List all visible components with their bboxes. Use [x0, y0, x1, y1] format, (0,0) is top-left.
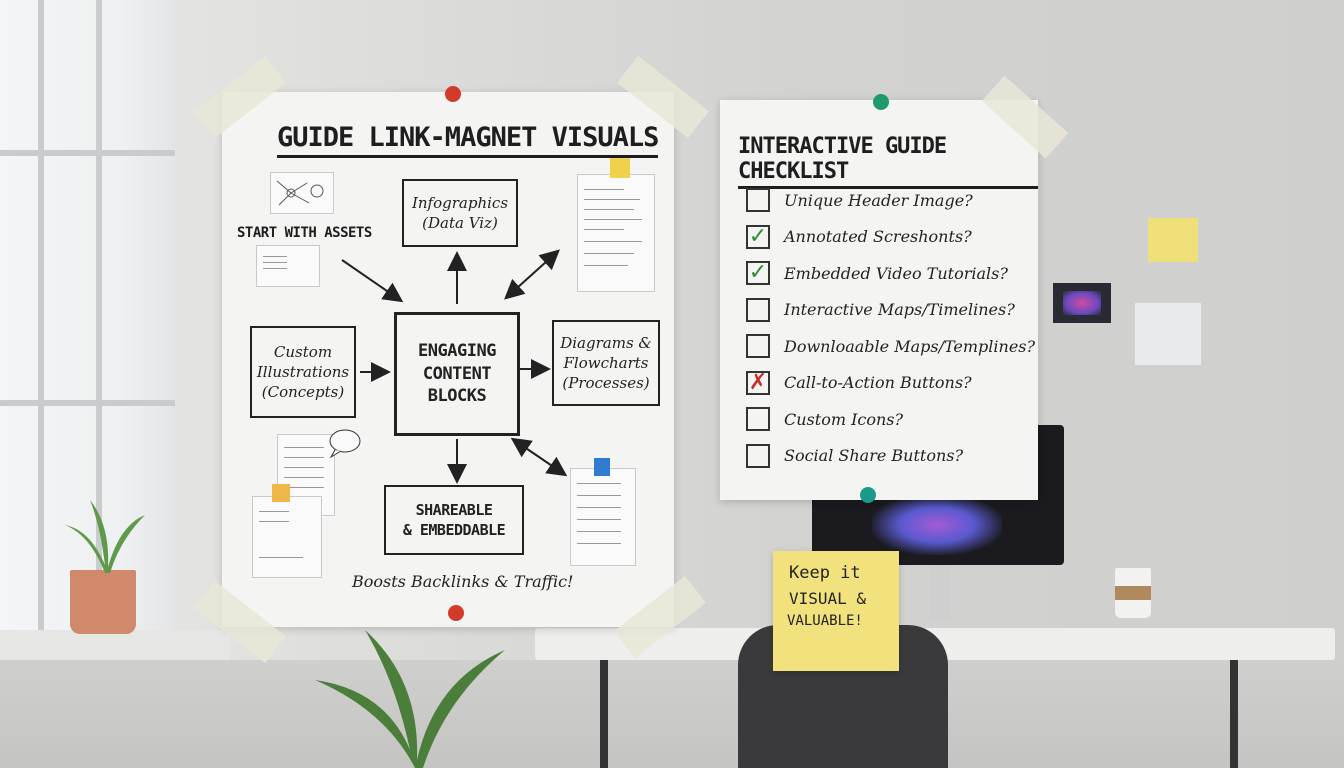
- checklist-item: Downloaable Maps/Templines?: [746, 334, 1035, 358]
- checklist-item: Social Share Buttons?: [746, 443, 964, 468]
- small-sticky-note: [272, 484, 290, 502]
- document-sketch: [577, 174, 655, 292]
- link-magnet-poster: GUIDE LINK-MAGNET VISUALS START WITH ASS…: [222, 92, 674, 627]
- diagrams-box: Diagrams & Flowcharts (Processes): [552, 320, 660, 406]
- checkbox-icon: [746, 334, 770, 358]
- floor: [0, 660, 1344, 768]
- window: [0, 0, 175, 650]
- plant-pot: [70, 570, 136, 634]
- wall-picture: [1053, 283, 1111, 323]
- checklist-item: Custom Icons?: [746, 407, 903, 431]
- wall-sticky-note: [1148, 218, 1198, 262]
- flow-arrows: [341, 249, 568, 484]
- checkbox-icon: [746, 188, 770, 212]
- checklist-item-label: Embedded Video Tutorials?: [784, 263, 1008, 283]
- checklist-title: INTERACTIVE GUIDE CHECKLIST: [738, 134, 1038, 189]
- sticky-line-1: Keep it: [789, 563, 861, 583]
- checkmark-icon: ✓: [746, 224, 770, 249]
- checklist-item-label: Call-to-Action Buttons?: [784, 373, 972, 392]
- mindmap-sketch: [270, 172, 334, 214]
- small-sticky-note: [610, 158, 630, 178]
- checklist-item-label: Unique Header Image?: [784, 190, 973, 210]
- red-pushpin-icon: [448, 605, 464, 621]
- checklist-item-label: Downloaable Maps/Templines?: [784, 336, 1036, 356]
- checklist-sketch: [570, 468, 636, 566]
- shareable-box: SHAREABLE & EMBEDDABLE: [384, 485, 524, 555]
- speech-bubble-icon: [329, 429, 361, 458]
- checklist-item: Interactive Maps/Timelines?: [746, 297, 1015, 322]
- checklist-item-label: Social Share Buttons?: [784, 446, 964, 465]
- device-sketch: [256, 245, 320, 287]
- monitor-stand: [930, 565, 950, 620]
- custom-illustrations-box: Custom Illustrations (Concepts): [250, 326, 356, 418]
- checklist-item: Unique Header Image?: [746, 188, 973, 212]
- wall-paper: [1135, 303, 1201, 365]
- red-pushpin-icon: [445, 86, 461, 102]
- cross-icon: ✗: [746, 370, 770, 395]
- coffee-cup: [1115, 568, 1151, 618]
- potted-plant-icon: [65, 500, 145, 573]
- teal-pushpin-icon: [860, 487, 876, 503]
- desk-leg: [600, 660, 608, 768]
- checkbox-icon: [746, 443, 770, 468]
- small-sticky-note: [594, 458, 610, 476]
- checkbox-icon: [746, 297, 770, 322]
- keep-it-visual-sticky-note: Keep it VISUAL & VALUABLE!: [773, 551, 899, 671]
- poster-title: GUIDE LINK-MAGNET VISUALS: [277, 122, 659, 158]
- floor-plant-icon: [315, 630, 505, 768]
- green-pushpin-icon: [873, 94, 889, 110]
- checklist-item: ✗ Call-to-Action Buttons?: [746, 370, 972, 395]
- desk-leg: [1230, 660, 1238, 768]
- hand-sketch: [252, 496, 322, 578]
- checklist-item-label: Custom Icons?: [784, 409, 904, 429]
- checklist-item: ✓ Embedded Video Tutorials?: [746, 261, 1008, 285]
- poster-footer: Boosts Backlinks & Traffic!: [352, 572, 574, 591]
- checklist-item-label: Annotated Screshonts?: [784, 227, 972, 246]
- checkmark-icon: ✓: [746, 261, 770, 285]
- sticky-line-3: VALUABLE!: [787, 613, 863, 629]
- checklist-poster: INTERACTIVE GUIDE CHECKLIST Unique Heade…: [720, 100, 1038, 500]
- sticky-line-2: VISUAL &: [789, 589, 867, 608]
- engaging-content-box: ENGAGING CONTENT BLOCKS: [394, 312, 520, 436]
- checkbox-icon: [746, 407, 770, 431]
- checklist-item-label: Interactive Maps/Timelines?: [784, 300, 1015, 319]
- infographics-box: Infographics (Data Viz): [402, 179, 518, 247]
- start-with-assets-label: START WITH ASSETS: [237, 225, 372, 241]
- checklist-item: ✓ Annotated Screshonts?: [746, 224, 972, 249]
